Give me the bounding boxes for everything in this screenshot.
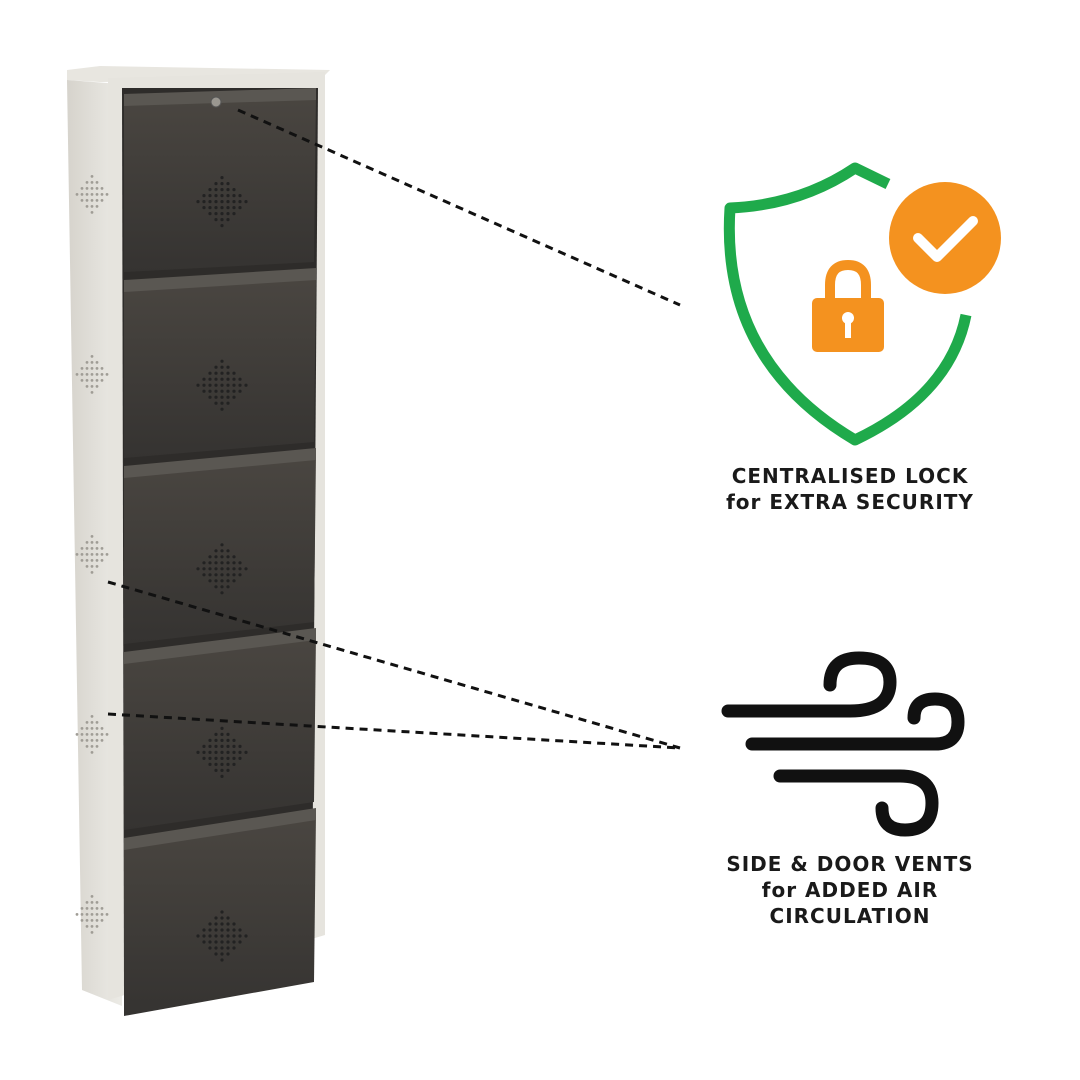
wind-line-3 <box>773 769 939 837</box>
side-vent-4 <box>75 715 109 754</box>
cabinet-door-4 <box>124 634 316 830</box>
cabinet-door-5 <box>124 814 316 1016</box>
side-vent-5 <box>75 895 109 934</box>
side-vent-1 <box>75 175 109 214</box>
vent-feature-caption: SIDE & DOOR VENTS for ADDED AIR CIRCULAT… <box>690 851 1010 929</box>
vent-caption-line-1: SIDE & DOOR VENTS <box>726 852 974 876</box>
door-vent-callout-line <box>107 712 681 750</box>
side-vent-callout-line <box>107 580 681 750</box>
padlock-shackle <box>825 259 871 300</box>
door-vent-2 <box>196 359 248 411</box>
cabinet-door-2 <box>124 274 316 458</box>
cabinet-door-1 <box>124 94 316 272</box>
vent-caption-line-3: CIRCULATION <box>769 904 931 928</box>
cabinet-door-3 <box>124 454 316 644</box>
side-vent-2 <box>75 355 109 394</box>
lock-keyhole <box>210 96 222 108</box>
vent-caption-line-2: for ADDED AIR <box>761 878 939 902</box>
shield-outline <box>723 162 972 446</box>
callout-lines <box>107 108 681 750</box>
shoe-cabinet <box>67 66 330 1016</box>
door-vent-1 <box>196 176 248 228</box>
door-vent-5 <box>196 910 248 962</box>
lock-callout-line <box>237 108 681 307</box>
side-vent-3 <box>75 535 109 574</box>
door-top-lip-2 <box>124 268 316 292</box>
door-vent-4 <box>196 726 248 779</box>
door-top-lip-4 <box>124 628 316 664</box>
check-badge <box>889 182 1001 294</box>
door-top-lip-3 <box>124 448 316 478</box>
padlock-keyhole-slot <box>845 318 851 338</box>
shield-lock-check-icon <box>723 162 1001 446</box>
lock-caption-line-2: for EXTRA SECURITY <box>726 490 974 514</box>
wind-line-2 <box>745 692 965 751</box>
check-mark-icon <box>913 216 978 262</box>
wind-line-1 <box>721 651 897 718</box>
lock-feature-caption: CENTRALISED LOCK for EXTRA SECURITY <box>690 463 1010 515</box>
wind-icon <box>721 651 965 837</box>
door-top-lip-5 <box>124 808 316 850</box>
lock-caption-line-1: CENTRALISED LOCK <box>731 464 969 488</box>
door-vent-3 <box>196 543 248 595</box>
door-top-lip-1 <box>124 88 316 106</box>
